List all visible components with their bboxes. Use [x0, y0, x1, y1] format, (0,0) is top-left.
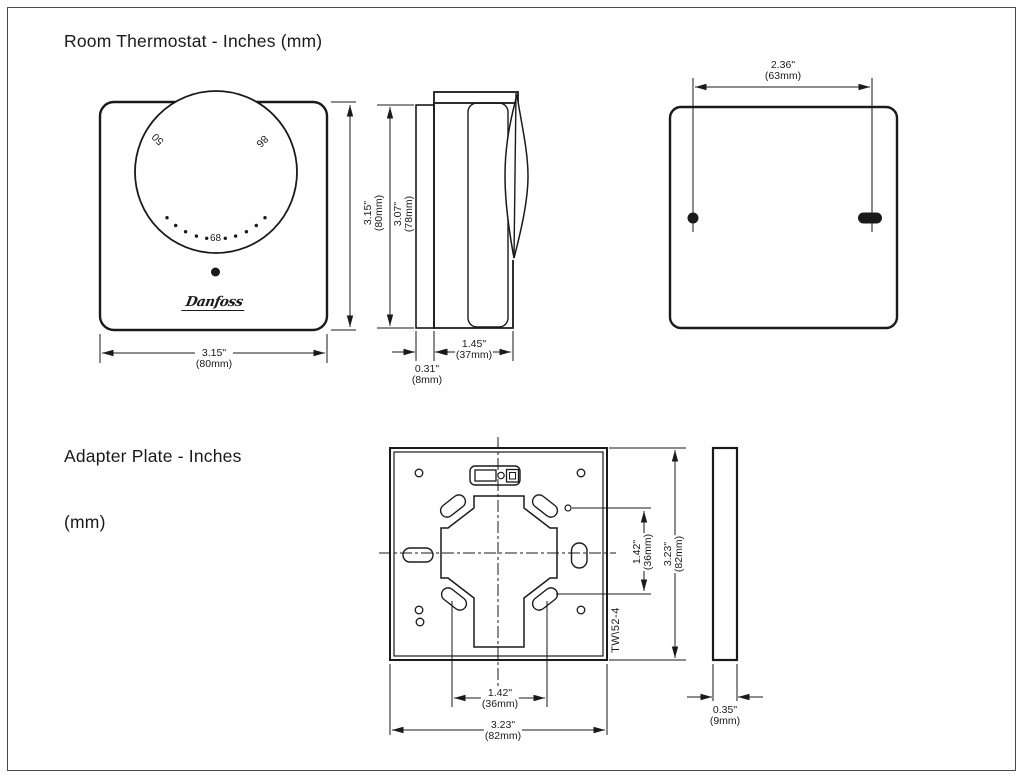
- mounting-hole-slot: [858, 212, 882, 224]
- part-number-label: TW\52-4: [610, 607, 622, 653]
- adapter-side-view: [687, 446, 763, 701]
- dim-thermostat-side-depth: 1.45" (37mm): [454, 338, 494, 361]
- dim-thermostat-front-height: 3.15" (80mm): [362, 194, 385, 232]
- adapter-title-line1: Adapter Plate - Inches: [64, 446, 242, 466]
- thermostat-section-title: Room Thermostat - Inches (mm): [64, 31, 323, 51]
- dim-adapter-hole-spacing-horizontal: 1.42" (36mm): [480, 687, 520, 710]
- dial-label-set: 68: [209, 233, 222, 244]
- mounting-hole-round: [687, 212, 699, 224]
- figure-border: [7, 7, 1016, 771]
- brand-logo: Danfoss: [181, 294, 247, 311]
- dim-thermostat-front-width: 3.15" (80mm): [194, 347, 234, 370]
- dim-thermostat-side-height: 3.07" (78mm): [392, 195, 415, 233]
- thermostat-back-view: [668, 78, 899, 330]
- adapter-front-view: [379, 437, 686, 735]
- adapter-section-title: Adapter Plate - Inches (mm): [64, 401, 242, 577]
- thermostat-front-view: [98, 90, 356, 363]
- adapter-title-line2: (mm): [64, 512, 106, 532]
- dim-thermostat-side-plate: 0.31" (8mm): [411, 363, 443, 386]
- dim-adapter-hole-spacing-vertical: 1.42" (36mm): [631, 532, 654, 572]
- dial-scale-dots: [165, 216, 267, 240]
- led-indicator-dot: [211, 267, 220, 277]
- thermostat-side-view: [377, 91, 529, 361]
- cross-cutout: [440, 495, 558, 648]
- dim-thermostat-back-hole-spacing: 2.36" (63mm): [764, 59, 802, 82]
- dim-adapter-width: 3.23" (82mm): [483, 719, 523, 742]
- dim-adapter-thickness: 0.35" (9mm): [709, 704, 741, 727]
- dim-adapter-height: 3.23" (82mm): [662, 534, 685, 574]
